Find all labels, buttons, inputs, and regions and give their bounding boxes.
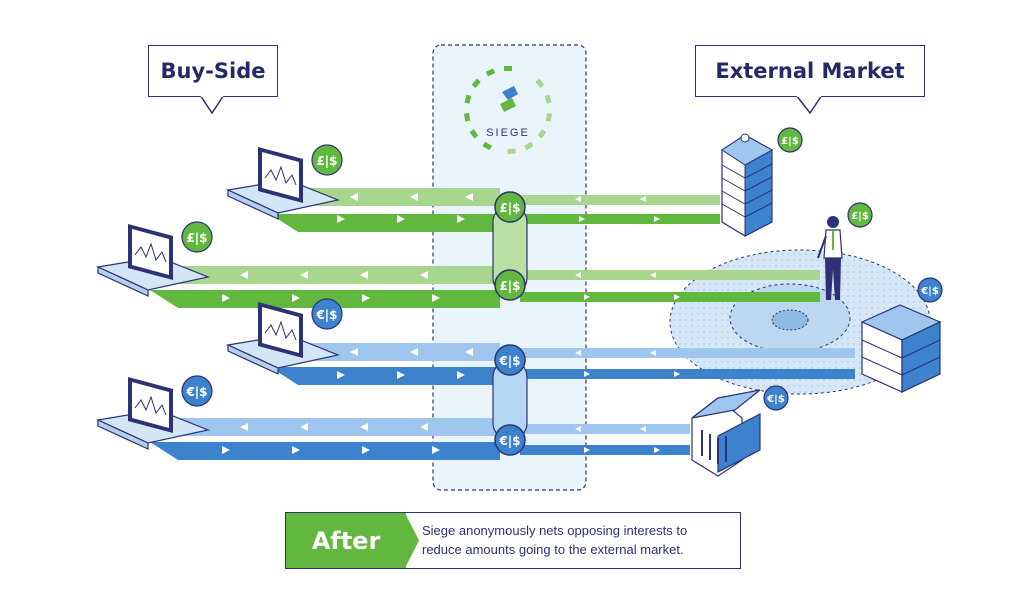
- after-description: Siege anonymously nets opposing interest…: [422, 521, 732, 559]
- flow-band-green-out-1: [270, 214, 500, 232]
- monitor-icon: [225, 147, 341, 220]
- svg-text:€|$: €|$: [498, 354, 520, 368]
- bank-icon: [691, 389, 761, 477]
- netting-badge-euro-dollar: €|$: [494, 344, 526, 376]
- monitor-icon: [95, 224, 211, 297]
- flow-band-green-in-1: [282, 188, 500, 206]
- buy-side-tail-joint: [201, 94, 223, 97]
- market-band-blue-in-1: [520, 348, 855, 358]
- external-market-callout-tail: [794, 94, 824, 115]
- currency-badge-euro-dollar: €|$: [311, 298, 343, 330]
- market-badge-pound-dollar: £|$: [777, 127, 803, 153]
- market-band-blue-out-2: [520, 445, 690, 455]
- svg-text:£|$: £|$: [186, 231, 207, 245]
- flow-band-green-in-2: [150, 266, 500, 284]
- flow-band-blue-in-2: [150, 418, 500, 436]
- buy-side-callout: Buy-Side: [148, 45, 278, 97]
- after-description-line1: Siege anonymously nets opposing interest…: [422, 523, 688, 538]
- siege-logo-icon: [463, 66, 553, 155]
- market-badge-pound-dollar: £|$: [847, 202, 873, 228]
- person-icon: [817, 216, 843, 300]
- after-label: After: [286, 513, 406, 568]
- svg-text:€|$: €|$: [498, 434, 520, 448]
- svg-text:£|$: £|$: [316, 154, 337, 168]
- monitor-icon: [225, 302, 341, 375]
- market-band-green-out-1: [520, 214, 720, 224]
- after-caption: After Siege anonymously nets opposing in…: [285, 512, 741, 569]
- svg-text:£|$: £|$: [499, 279, 520, 293]
- svg-text:€|$: €|$: [920, 286, 939, 297]
- market-band-green-out-2: [520, 292, 820, 302]
- after-description-line2: reduce amounts going to the external mar…: [422, 542, 684, 557]
- market-band-green-in-1: [520, 195, 720, 205]
- svg-text:€|$: €|$: [766, 394, 785, 405]
- svg-text:£|$: £|$: [499, 201, 520, 215]
- monitor-icon: [95, 377, 211, 450]
- flow-band-blue-out-2: [150, 442, 500, 460]
- netting-badge-euro-dollar: €|$: [494, 424, 526, 456]
- market-band-blue-in-2: [520, 424, 690, 434]
- buy-side-label: Buy-Side: [160, 59, 266, 83]
- buy-side-callout-tail: [198, 94, 226, 115]
- svg-text:€|$: €|$: [315, 308, 337, 322]
- currency-badge-pound-dollar: £|$: [181, 221, 213, 253]
- svg-text:£|$: £|$: [781, 136, 799, 147]
- netting-badge-pound-dollar: £|$: [494, 191, 526, 223]
- external-market-label: External Market: [715, 59, 905, 83]
- office-building-icon: [721, 133, 774, 237]
- svg-text:€|$: €|$: [185, 385, 207, 399]
- flow-lines: [150, 188, 855, 460]
- flow-band-blue-out-1: [270, 367, 500, 385]
- market-band-green-in-2: [520, 270, 820, 280]
- server-stack-icon: [860, 304, 942, 393]
- currency-badge-euro-dollar: €|$: [181, 375, 213, 407]
- netting-badge-pound-dollar: £|$: [494, 269, 526, 301]
- external-market-callout: External Market: [695, 45, 925, 97]
- flow-band-blue-in-1: [282, 343, 500, 361]
- external-tail-joint: [797, 94, 821, 97]
- siege-logo-text: SIEGE: [486, 127, 530, 139]
- after-label-arrow: [405, 513, 419, 568]
- market-badge-euro-dollar: €|$: [917, 277, 943, 303]
- currency-badge-pound-dollar: £|$: [311, 144, 343, 176]
- market-badge-euro-dollar: €|$: [763, 385, 789, 411]
- market-band-blue-out-1: [520, 369, 855, 379]
- svg-text:£|$: £|$: [851, 211, 869, 222]
